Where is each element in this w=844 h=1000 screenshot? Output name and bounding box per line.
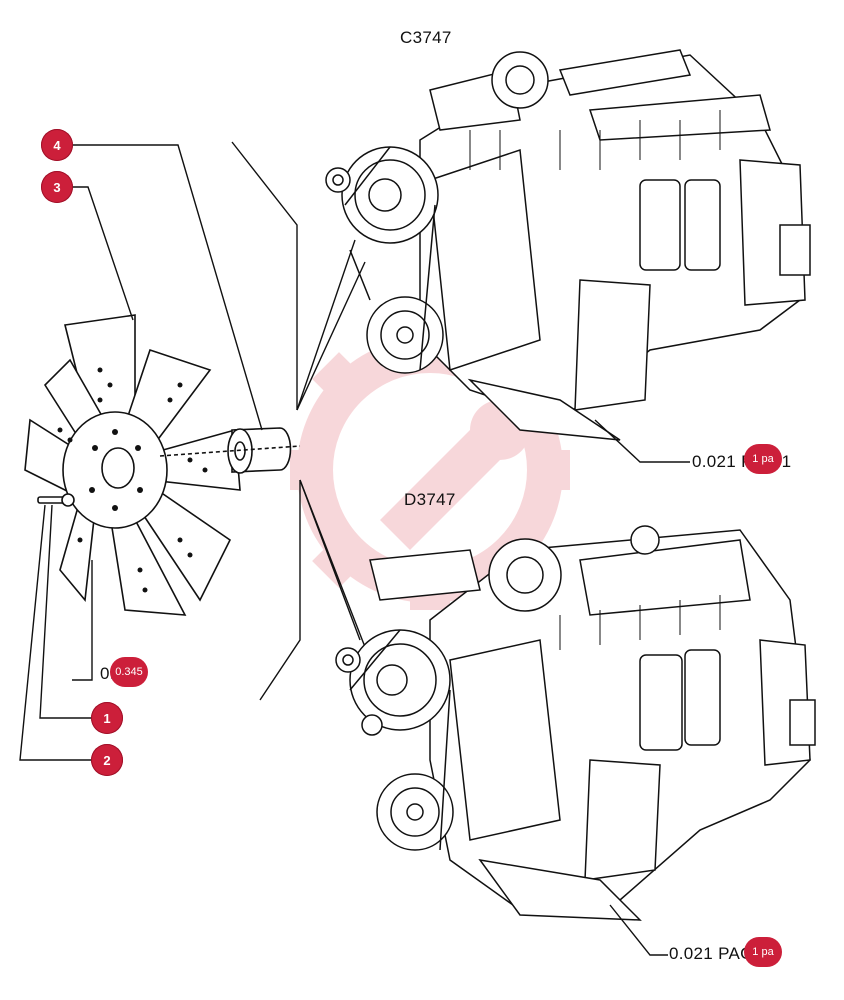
engine-model-label-bottom: D3747 [404,490,456,509]
bracket-lines [19,141,373,761]
callout-4[interactable]: 4 [41,129,73,161]
fan-assembly [24,314,301,616]
callout-3[interactable]: 3 [41,171,73,203]
engine-c3747-illustration [325,49,811,441]
link-badge-bottom[interactable]: 1 pa [744,937,782,967]
engine-model-label-top: C3747 [400,28,452,47]
callout-2[interactable]: 2 [91,744,123,776]
link-badge-top[interactable]: 1 pa [744,444,782,474]
callout-1[interactable]: 1 [91,702,123,734]
link-badge-fan[interactable]: 0.345 [110,657,148,687]
fan-washer [61,493,75,507]
engine-d3747-illustration [335,525,816,921]
